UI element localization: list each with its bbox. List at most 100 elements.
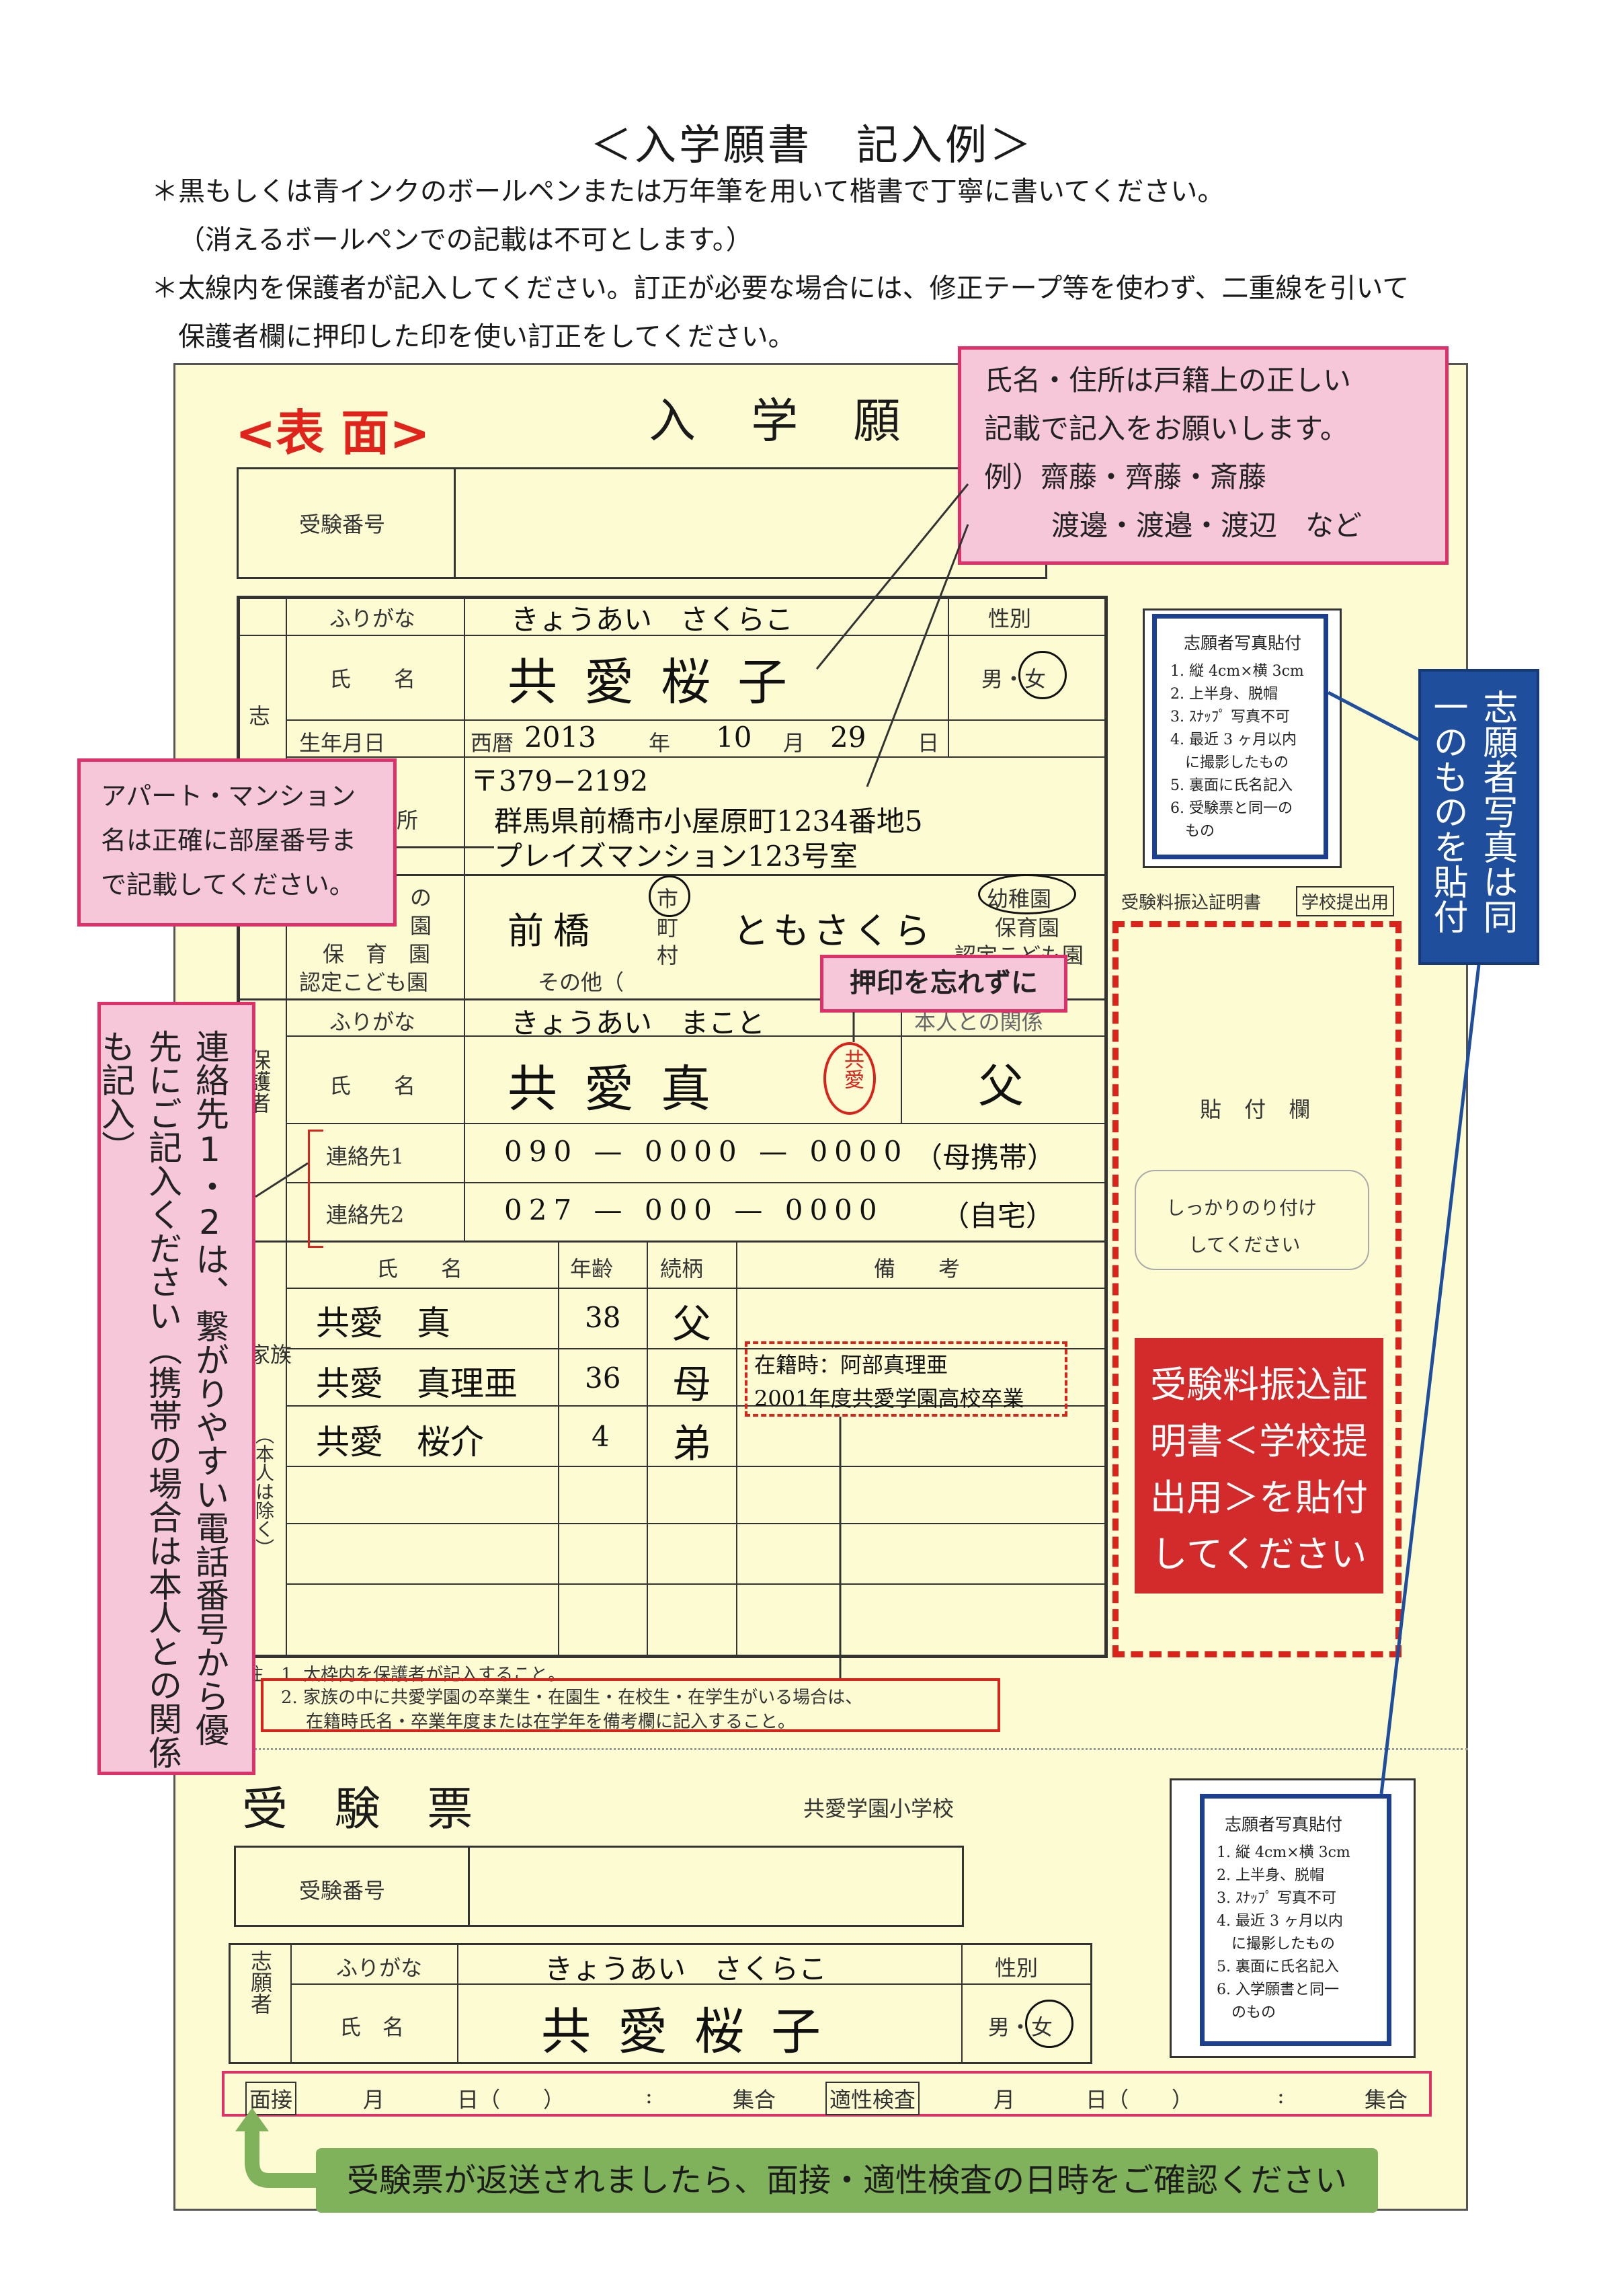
fee-submit-label: 学校提出用 [1296, 886, 1395, 916]
ticket-arrow-head [235, 2108, 269, 2131]
dob-year: 2013 [524, 721, 596, 754]
ticket-photo-line: 4. 最近 3 ヶ月以内 [1217, 1913, 1343, 1930]
photo-line: に撮影したもの [1170, 754, 1289, 771]
family-row-1-relation: 父 [672, 1301, 712, 1347]
glue-note-1: しっかりのり付け [1166, 1197, 1317, 1219]
school-label-no: の [410, 885, 432, 910]
note-highlight [261, 1678, 1000, 1732]
ticket-title: 受 験 票 [242, 1783, 489, 1836]
name-note-2: 記載で記入をお願いします。 [984, 412, 1348, 445]
ticket-furigana: きょうあい さくらこ [544, 1953, 827, 1985]
guardian-furigana: きょうあい まこと [511, 1007, 766, 1039]
schedule-gather-2: 集合 [1365, 2087, 1408, 2113]
guardian-name-label: 氏 名 [329, 1073, 416, 1099]
schedule-row [222, 2071, 1432, 2117]
fee-red-note-1: 受験料振込証 [1150, 1364, 1368, 1406]
ticket-name-label: 氏 名 [339, 2014, 405, 2040]
connector-photo-top [1327, 691, 1420, 742]
apartment-note-1: アパート・マンション [101, 781, 356, 811]
family-row-3-name: 共愛 桜介 [316, 1423, 484, 1462]
connector-contact [255, 1162, 309, 1198]
relation-label: 本人との関係 [914, 1009, 1043, 1035]
ticket-photo-line: 3. ｽﾅｯﾌﾟ 写真不可 [1217, 1890, 1336, 1907]
dob-day-unit: 日 [918, 730, 940, 756]
instruction-2: （消えるボールペンでの記載は不可とします。） [178, 225, 753, 255]
remarks-highlight [745, 1341, 1067, 1417]
photo-line: 1. 縦 4cm×横 3cm [1170, 663, 1304, 680]
contact-bracket [308, 1130, 323, 1248]
family-remarks-2: 2001年度共愛学園高校卒業 [754, 1386, 1024, 1411]
guardian-name: 共愛真 [508, 1060, 737, 1118]
apartment-note-2: 名は正確に部屋番号ま [101, 826, 357, 855]
glue-note-2: してください [1188, 1234, 1301, 1256]
family-header-name: 氏 名 [376, 1256, 463, 1282]
contact2-number: 027 — 000 — 0000 [504, 1193, 884, 1226]
contact2-label: 連絡先2 [326, 1202, 405, 1228]
fee-red-note-3: 出用＞を貼付 [1150, 1476, 1368, 1519]
ticket-photo-line: 1. 縦 4cm×横 3cm [1217, 1844, 1350, 1861]
ticket-school: 共愛学園小学校 [803, 1796, 955, 1821]
school-city: 前橋 [508, 910, 599, 952]
glue-note-frame [1135, 1170, 1369, 1270]
photo-line: 6. 受験票と同一の [1170, 800, 1293, 817]
ticket-furigana-label: ふりがな [336, 1955, 423, 1981]
applicant-furigana: きょうあい さくらこ [511, 603, 794, 636]
contact1-number: 090 — 0000 — 0000 [504, 1135, 909, 1168]
school-label-en: 園 [410, 913, 432, 939]
fee-red-note-4: してください [1151, 1533, 1367, 1575]
family-section-label: 家族 [249, 1342, 292, 1368]
dob-day: 29 [830, 721, 866, 754]
furigana-label: ふりがな [329, 606, 416, 631]
family-exclude-note: （本人は除く） [253, 1425, 275, 1557]
applicant-name: 共愛桜子 [508, 654, 814, 711]
dob-era: 西暦 [471, 730, 514, 756]
dob-month: 10 [716, 721, 752, 754]
schedule-day-2: 日（ ） [1086, 2087, 1194, 2113]
photo-line: 5. 裏面に氏名記入 [1170, 777, 1293, 794]
name-label: 氏 名 [329, 666, 416, 692]
exam-number-label: 受験番号 [299, 512, 386, 537]
side-label: <表 面> [235, 405, 430, 461]
school-town: 町 [657, 915, 679, 941]
photo-line: 3. ｽﾅｯﾌﾟ 写真不可 [1170, 709, 1290, 725]
name-note-1: 氏名・住所は戸籍上の正しい [984, 364, 1352, 397]
postal-code: 〒379−2192 [471, 764, 649, 797]
schedule-colon-2: : [1277, 2083, 1285, 2109]
connector-photo-bottom [1379, 964, 1481, 1795]
name-note-3: 例）齋藤・齊藤・斎藤 [984, 461, 1267, 494]
photo-line: もの [1170, 823, 1215, 840]
perforation-line [173, 1748, 1468, 1750]
instruction-3: ＊太線内を保護者が記入してください。訂正が必要な場合には、修正テープ等を使わず、… [151, 273, 1410, 304]
schedule-aptitude: 適性検査 [825, 2082, 920, 2115]
fee-red-note: 受験料振込証 明書＜学校提 出用＞を貼付 してください [1135, 1338, 1383, 1593]
seal-callout: 押印を忘れずに [820, 955, 1067, 1013]
form-title: 入 学 願 書 [649, 393, 1023, 448]
ticket-callout: 受験票が返送されましたら、面接・適性検査の日時をご確認ください [316, 2148, 1378, 2213]
address-line-1: 群馬県前橋市小屋原町1234番地5 [494, 805, 923, 838]
page-title: ＜入学願書 記入例＞ [590, 120, 1034, 169]
photo-title: 志願者写真貼付 [1184, 633, 1302, 653]
dob-month-unit: 月 [783, 730, 805, 756]
guardian-relation: 父 [978, 1060, 1024, 1113]
dob-year-unit: 年 [649, 730, 671, 756]
seal-text: 共愛 [840, 1049, 864, 1089]
ticket-photo-title: 志願者写真貼付 [1225, 1815, 1343, 1834]
contact-callout: 連絡先1・2は、繋がりやすい電話番号から優先にご記入ください（携帯の場合は本人と… [96, 1002, 255, 1775]
gender-circle [1018, 651, 1067, 699]
ticket-photo-line: 5. 裏面に氏名記入 [1217, 1959, 1339, 1975]
ticket-gender-circle [1025, 2000, 1073, 2048]
city-circle [649, 875, 690, 917]
note-1: 1. 太枠内を保護者が記入すること。 [281, 1665, 566, 1685]
apartment-note-3: で記載してください。 [101, 870, 355, 900]
schedule-gather-1: 集合 [733, 2087, 776, 2113]
school-type-circle [978, 874, 1076, 914]
school-type-hoikuen: 保育園 [995, 915, 1060, 941]
guardian-furigana-label: ふりがな [329, 1009, 416, 1035]
photo-line: 4. 最近 3 ヶ月以内 [1170, 732, 1297, 748]
note-2: 2. 家族の中に共愛学園の卒業生・在園生・在校生・在学生がいる場合は、 [281, 1688, 863, 1708]
instruction-1: ＊黒もしくは青インクのボールペンまたは万年筆を用いて楷書で丁寧に書いてください。 [151, 176, 1225, 207]
applicant-section-label: 志 [249, 703, 271, 729]
connector-name [815, 483, 969, 670]
schedule-interview: 面接 [245, 2082, 297, 2115]
